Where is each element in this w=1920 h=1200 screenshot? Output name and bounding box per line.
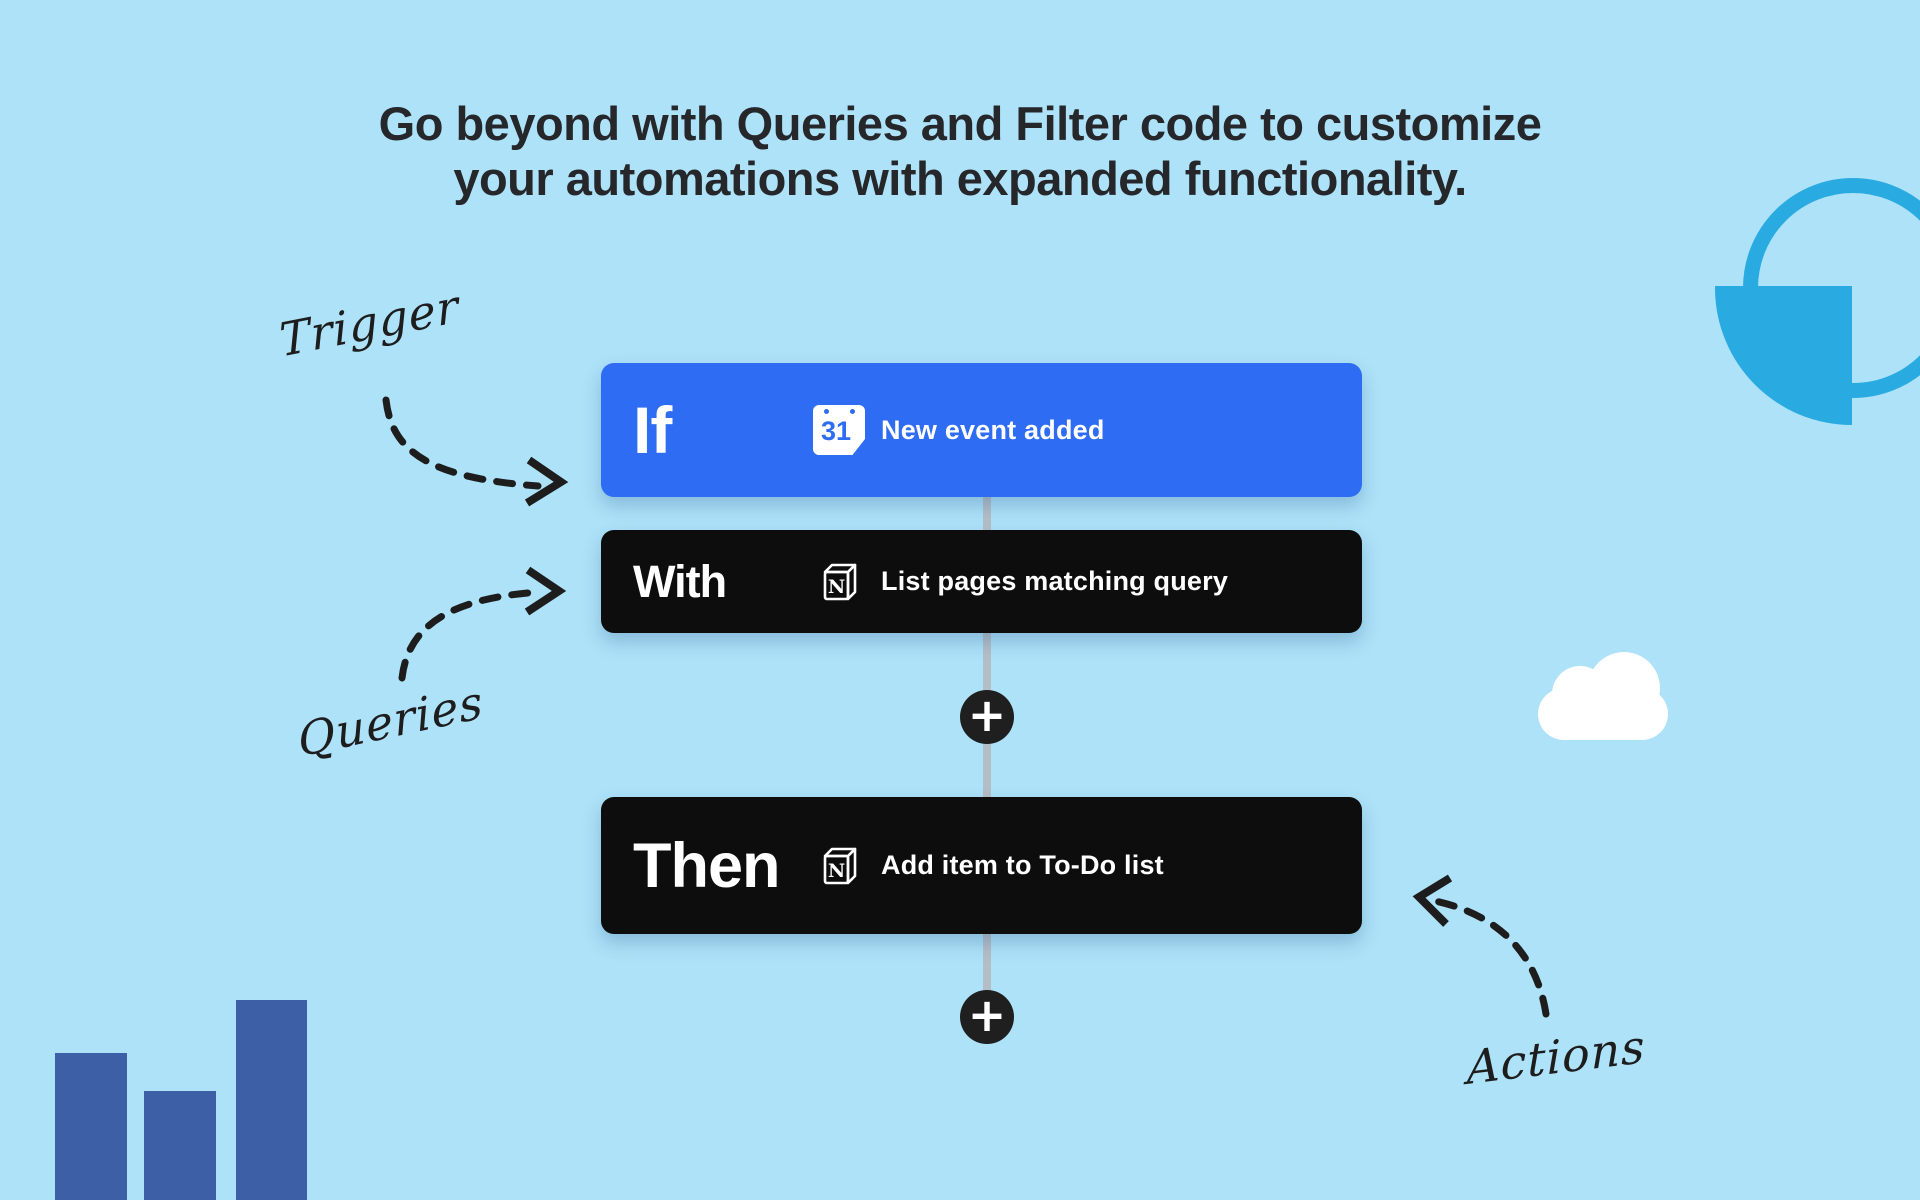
notion-letter: N — [828, 860, 845, 882]
notion-icon: N — [811, 559, 867, 605]
action-card-then[interactable]: Then N Add item to To-Do list — [601, 797, 1362, 934]
bar-chart-bar — [236, 1000, 307, 1200]
bar-chart-bar — [144, 1091, 216, 1200]
trigger-card-if[interactable]: If 31 New event added — [601, 363, 1362, 497]
query-step-text: List pages matching query — [881, 566, 1229, 596]
trigger-step-text: New event added — [881, 414, 1105, 445]
page-title-line-1: Go beyond with Queries and Filter code t… — [378, 97, 1542, 150]
bar-chart-bar — [55, 1053, 127, 1200]
page-title: Go beyond with Queries and Filter code t… — [0, 96, 1920, 206]
trigger-arrow-curve — [382, 396, 542, 490]
annotation-queries: Queries — [295, 674, 486, 768]
calendar-ring-dot — [850, 409, 855, 414]
trigger-arrowhead — [524, 456, 569, 507]
actions-arrowhead — [1412, 874, 1453, 927]
step-label-with: With — [633, 555, 727, 607]
annotation-actions: Actions — [1466, 1018, 1646, 1096]
google-calendar-icon: 31 — [811, 405, 867, 455]
calendar-sheet — [813, 405, 865, 455]
action-step-text: Add item to To-Do list — [881, 850, 1164, 880]
notion-letter: N — [828, 576, 845, 598]
step-label-if: If — [633, 393, 672, 467]
step-label-then: Then — [633, 830, 781, 901]
plus-icon: + — [967, 688, 1007, 742]
actions-arrow-curve — [1426, 896, 1550, 1018]
plus-icon: + — [967, 988, 1007, 1042]
query-card-with[interactable]: With N List pages matching query — [601, 530, 1362, 633]
cloud-icon — [1538, 652, 1668, 740]
page-title-line-2: your automations with expanded functiona… — [453, 152, 1467, 205]
notion-icon: N — [811, 843, 867, 889]
add-step-button[interactable]: + — [960, 690, 1014, 744]
calendar-ring-dot — [824, 409, 829, 414]
decorative-quarter-shape — [1715, 286, 1852, 425]
add-step-button[interactable]: + — [960, 990, 1014, 1044]
calendar-day-number: 31 — [820, 416, 852, 446]
cloud-bump-right — [1588, 652, 1660, 724]
queries-arrowhead — [524, 566, 567, 616]
queries-arrow-curve — [398, 588, 544, 682]
annotation-trigger: Trigger — [277, 278, 462, 368]
